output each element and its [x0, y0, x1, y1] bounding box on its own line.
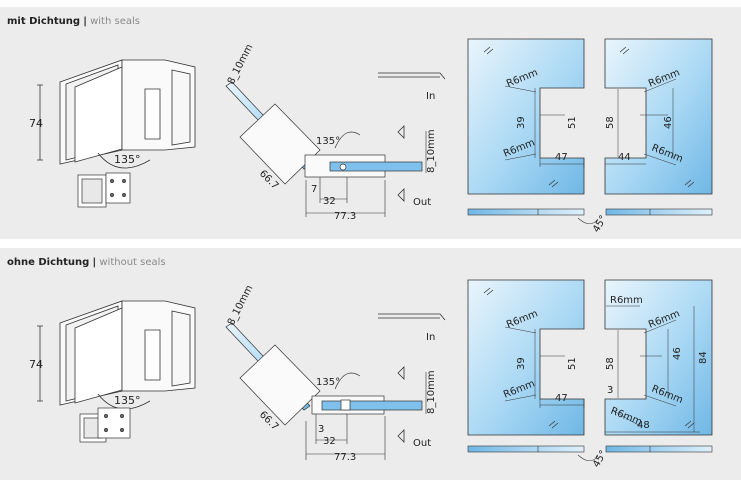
left-h-outer: 39: [516, 357, 527, 370]
left-width: 47: [555, 152, 568, 163]
drawing-with-seals: 74 135° 8_10mm 135° 66.7 7: [29, 38, 713, 235]
left-h-outer: 39: [516, 116, 527, 129]
glass-plate-right: [604, 279, 713, 436]
hinge-angle: 135°: [114, 153, 141, 166]
right-r-top: R6mm: [610, 295, 643, 306]
edge-angle: 45°: [591, 214, 609, 235]
right-h-outer: 58: [605, 357, 616, 370]
edge-strips: [467, 208, 713, 225]
side-gap-b: 32: [323, 436, 336, 447]
side-total: 77.3: [334, 211, 356, 222]
side-gap-a: 7: [311, 184, 317, 195]
title-en: with seals: [90, 16, 140, 27]
left-width: 47: [555, 393, 568, 404]
title-de: ohne Dichtung: [7, 257, 90, 268]
side-view: [225, 313, 446, 460]
side-gap-b: 32: [323, 196, 336, 207]
side-glass: 8_10mm: [426, 370, 437, 414]
hinge-height: 74: [29, 358, 43, 371]
section-header: mit Dichtung | with seals: [7, 16, 140, 27]
section-header: ohne Dichtung | without seals: [7, 257, 166, 268]
right-h-inner: 46: [672, 347, 683, 360]
section-with-seals: mit Dichtung | with seals 74 135°: [0, 7, 741, 239]
glass-plate-left: [467, 38, 585, 195]
hinge-height: 74: [29, 117, 43, 130]
hinge-thumbnail: [79, 407, 131, 443]
right-gap: 3: [607, 385, 613, 396]
label-out: Out: [413, 438, 431, 449]
edge-strips: [467, 445, 713, 462]
title-en: without seals: [99, 257, 166, 268]
side-total: 77.3: [334, 452, 356, 463]
section-without-seals: ohne Dichtung | without seals 74 135°: [0, 248, 741, 480]
label-out: Out: [413, 197, 431, 208]
drawing-without-seals: 74 135° 8_10mm 135° 66.7 3: [29, 279, 713, 470]
side-view: [225, 72, 446, 217]
left-h-inner: 51: [567, 116, 578, 129]
hinge-perspective: [37, 300, 196, 410]
side-angle: 135°: [316, 136, 340, 147]
right-width: 44: [618, 152, 631, 163]
right-h-total: 84: [698, 351, 709, 364]
title-separator: |: [83, 16, 87, 27]
title-separator: |: [92, 257, 97, 268]
label-in: In: [426, 91, 435, 102]
side-gap-a: 3: [318, 424, 324, 435]
hinge-perspective: [37, 59, 196, 169]
left-h-inner: 51: [567, 357, 578, 370]
glass-plate-right: [604, 38, 713, 195]
right-width: 48: [637, 420, 650, 431]
right-h-outer: 58: [605, 116, 616, 129]
hinge-thumbnail: [77, 172, 131, 208]
side-thickness: 8_10mm: [226, 43, 256, 87]
side-angle: 135°: [316, 377, 340, 388]
glass-plate-left: [467, 279, 585, 436]
side-glass: 8_10mm: [426, 129, 437, 173]
hinge-angle: 135°: [114, 394, 141, 407]
title-de: mit Dichtung: [7, 16, 81, 27]
side-thickness: 8_10mm: [226, 284, 256, 328]
label-in: In: [426, 332, 435, 343]
right-h-inner: 46: [663, 116, 674, 129]
